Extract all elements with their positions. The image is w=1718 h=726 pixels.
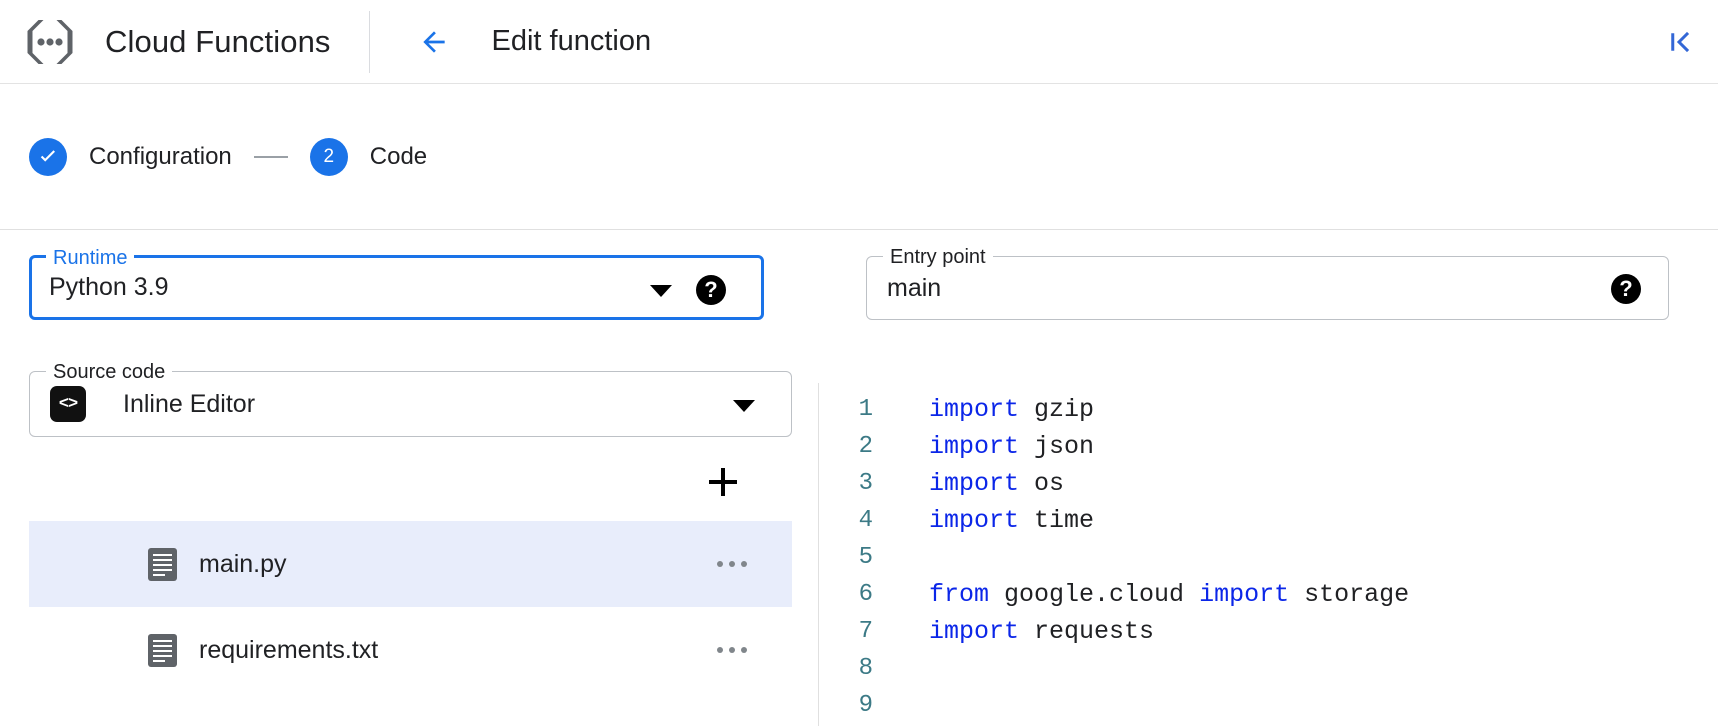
step-configuration[interactable]: Configuration	[29, 137, 232, 176]
runtime-help-icon[interactable]: ?	[696, 275, 726, 305]
code-line: 9	[819, 687, 1718, 724]
file-document-icon	[148, 547, 177, 581]
code-keyword: import	[1199, 580, 1290, 609]
more-options-icon[interactable]	[707, 637, 757, 663]
file-list: main.py requirements.txt	[29, 521, 792, 693]
code-line-text: import json	[881, 428, 1094, 465]
line-number: 9	[858, 692, 873, 719]
line-number: 4	[858, 507, 873, 534]
header-divider	[368, 10, 370, 73]
step-code-label: Code	[369, 142, 428, 170]
code-identifier: os	[1019, 469, 1065, 498]
line-number: 6	[858, 581, 873, 608]
code-keyword: import	[929, 469, 1020, 498]
file-list-item-requirements-txt[interactable]: requirements.txt	[29, 607, 792, 693]
pane-divider	[818, 383, 819, 726]
line-number: 8	[858, 655, 873, 682]
product-home-link[interactable]: Cloud Functions	[0, 0, 331, 84]
runtime-label: Runtime	[46, 246, 135, 270]
more-options-icon[interactable]	[707, 551, 757, 577]
source-code-select[interactable]: Source code <> Inline Editor	[29, 360, 792, 437]
code-identifier: time	[1019, 506, 1095, 535]
product-title: Cloud Functions	[105, 23, 331, 59]
entry-point-help-icon[interactable]: ?	[1611, 274, 1641, 304]
chevron-down-icon[interactable]	[733, 400, 755, 412]
code-keyword: import	[929, 395, 1020, 424]
collapse-panel-icon[interactable]	[1658, 20, 1702, 64]
code-line: 7 import requests	[819, 613, 1718, 650]
wizard-stepper: Configuration 2 Code	[0, 84, 1718, 230]
source-code-value: Inline Editor	[123, 389, 256, 418]
file-name: requirements.txt	[199, 635, 379, 664]
code-line-text: import requests	[881, 613, 1154, 650]
code-line-text: import os	[881, 465, 1064, 502]
stepper-connector	[253, 155, 288, 158]
entry-point-label: Entry point	[883, 245, 993, 269]
line-number: 1	[858, 396, 873, 423]
page-body: Runtime Python 3.9 ? Entry point main ? …	[0, 231, 1718, 726]
code-line: 5	[819, 539, 1718, 576]
step-configuration-marker	[29, 137, 67, 176]
code-keyword: from	[929, 580, 990, 609]
entry-point-input[interactable]: Entry point main ?	[866, 245, 1669, 320]
line-number: 7	[858, 618, 873, 645]
file-list-item-main-py[interactable]: main.py	[29, 521, 792, 607]
step-code[interactable]: 2 Code	[309, 137, 428, 176]
cloud-functions-logo	[24, 16, 76, 68]
code-keyword: import	[929, 432, 1020, 461]
add-file-button[interactable]	[700, 459, 746, 505]
page-title: Edit function	[491, 25, 652, 57]
code-line: 3 import os	[819, 465, 1718, 502]
code-identifier: json	[1019, 432, 1095, 461]
code-identifier: gzip	[1019, 395, 1095, 424]
code-identifier: requests	[1019, 617, 1155, 646]
code-line: 8	[819, 650, 1718, 687]
line-number: 2	[858, 433, 873, 460]
file-document-icon	[148, 633, 177, 667]
code-line-text: import gzip	[881, 391, 1094, 428]
code-line: 1 import gzip	[819, 391, 1718, 428]
code-line: 2 import json	[819, 428, 1718, 465]
step-configuration-label: Configuration	[89, 142, 232, 170]
plus-icon-vertical	[721, 468, 725, 496]
inline-code-editor[interactable]: 1 import gzip 2 import json 3 import os 4 impor…	[819, 383, 1718, 726]
code-line: 4 import time	[819, 502, 1718, 539]
code-line: 6 from google.cloud import storage	[819, 576, 1718, 613]
line-number: 5	[858, 544, 873, 571]
runtime-value: Python 3.9	[49, 273, 169, 301]
code-brackets-icon: <>	[50, 386, 86, 422]
code-keyword: import	[929, 506, 1020, 535]
source-code-label: Source code	[46, 360, 173, 384]
runtime-select[interactable]: Runtime Python 3.9 ?	[29, 246, 764, 320]
code-identifier: storage	[1289, 580, 1410, 609]
code-identifier: google.cloud	[989, 580, 1200, 609]
chevron-down-icon[interactable]	[650, 285, 672, 297]
code-line-text: from google.cloud import storage	[881, 576, 1409, 613]
code-line-text: import time	[881, 502, 1094, 539]
line-number: 3	[858, 470, 873, 497]
code-keyword: import	[929, 617, 1020, 646]
step-code-marker: 2	[309, 137, 348, 176]
back-arrow-icon[interactable]	[412, 20, 456, 64]
entry-point-value: main	[887, 273, 942, 302]
file-name: main.py	[199, 549, 287, 578]
top-header: Cloud Functions Edit function	[0, 0, 1718, 84]
